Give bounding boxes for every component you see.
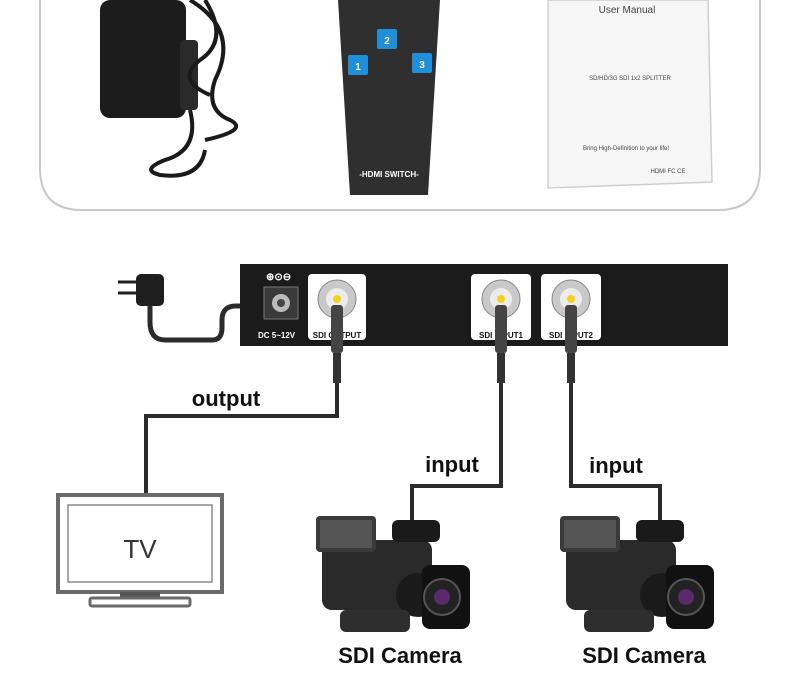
remote-button-2-label: 2 — [384, 36, 390, 47]
remote-button-3-label: 3 — [419, 60, 425, 71]
sdi-camera-1-icon — [316, 516, 470, 632]
wall-plug-icon — [118, 274, 260, 343]
tv-icon: TV — [56, 493, 224, 608]
sdi-camera-2-icon — [560, 516, 714, 632]
remote-button-1 — [348, 55, 368, 75]
input-label-1: input — [425, 452, 479, 477]
remote-control-image: 2 1 3 -HDMI SWITCH- — [338, 0, 440, 195]
remote-button-1-label: 1 — [355, 62, 361, 73]
manual-title: User Manual — [599, 5, 656, 16]
camera-2-label: SDI Camera — [582, 643, 706, 668]
tv-label: TV — [123, 534, 157, 564]
power-adapter-image — [100, 0, 238, 178]
power-label: DC 5~12V — [258, 331, 296, 340]
remote-label: -HDMI SWITCH- — [359, 170, 419, 179]
bnc-connectors — [331, 305, 577, 383]
remote-button-2 — [377, 29, 397, 49]
input-label-2: input — [589, 453, 643, 478]
manual-logos: HDMI FC CE — [651, 169, 686, 175]
sdi-input1-port — [497, 295, 505, 303]
manual-tagline: Bring High-Definition to your life! — [583, 146, 669, 152]
output-label: output — [192, 386, 261, 411]
signal-cables — [144, 383, 662, 530]
sdi-input2-port — [567, 295, 575, 303]
power-polarity-icon: ⊕⊙⊖ — [266, 272, 291, 283]
sdi-splitter-device: ⊕⊙⊖ DC 5~12V SDI OUTPUT SDI INPUT1 SDI I… — [240, 264, 728, 346]
user-manual-image: User Manual SD/HD/3G SDI 1x2 SPLITTER Br… — [547, 0, 713, 189]
manual-subtitle: SD/HD/3G SDI 1x2 SPLITTER — [589, 76, 671, 82]
camera-1-label: SDI Camera — [338, 643, 462, 668]
remote-button-3 — [412, 53, 432, 73]
sdi-output-port — [333, 295, 341, 303]
